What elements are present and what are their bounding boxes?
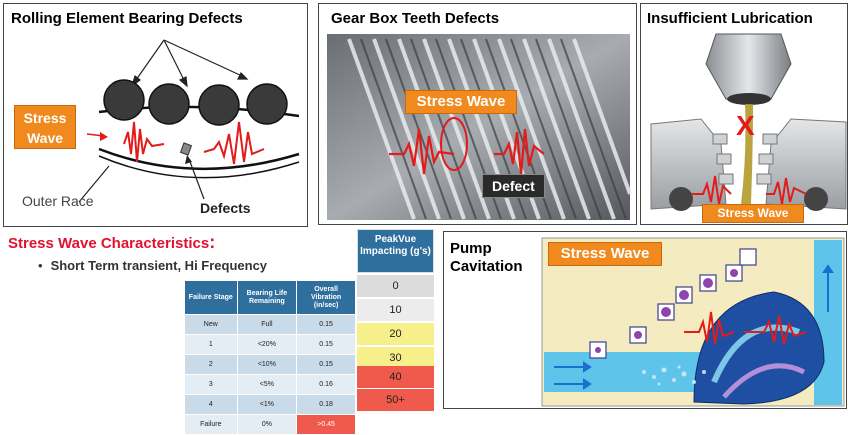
peakvue-level-0: 0: [357, 275, 434, 297]
table-row: 3<5%0.16: [184, 374, 356, 395]
table-header-failure-stage: Failure Stage: [184, 280, 238, 315]
bullet-dot: •: [38, 258, 43, 273]
bearing-stress-wave-label: Stress Wave: [14, 105, 76, 149]
bearing-illustration: [78, 39, 300, 203]
gear-defects-panel: Gear Box Teeth Defects: [318, 3, 637, 225]
gear-teeth-photo: [327, 34, 632, 220]
peakvue-level-50-plus: 50+: [357, 389, 434, 411]
gear-panel-title: Gear Box Teeth Defects: [331, 10, 500, 27]
peakvue-level-30: 30: [357, 347, 434, 369]
pump-cavitation-panel: Pump Cavitation: [443, 231, 847, 409]
table-row: 2<10%0.15: [184, 354, 356, 375]
table-header-bearing-life: Bearing Life Remaining: [236, 280, 298, 315]
characteristics-bullet: •Short Term transient, Hi Frequency: [38, 258, 268, 273]
no-lubrication-x-mark: X: [736, 110, 755, 141]
peakvue-level-10: 10: [357, 299, 434, 321]
outer-race-label: Outer Race: [22, 193, 94, 209]
peakvue-level-20: 20: [357, 323, 434, 345]
gear-stress-wave-label: Stress Wave: [405, 90, 517, 114]
table-row: 1<20%0.15: [184, 334, 356, 355]
pump-cavitation-diagram: [541, 237, 845, 407]
defects-label: Defects: [200, 200, 251, 216]
lubrication-stress-wave-label: Stress Wave: [702, 204, 804, 223]
pump-panel-title: Pump Cavitation: [450, 240, 523, 275]
lubrication-panel-title: Insufficient Lubrication: [647, 10, 813, 27]
bearing-panel-title: Rolling Element Bearing Defects: [11, 10, 243, 27]
peakvue-header: PeakVue Impacting (g's): [357, 229, 434, 273]
table-row: 4<1%0.18: [184, 394, 356, 415]
bearing-defects-panel: Rolling Element Bearing Defects: [3, 3, 308, 227]
peakvue-level-40: 40: [357, 366, 434, 388]
table-header-overall-vibration: Overall Vibration (in/sec): [296, 280, 356, 315]
gear-defect-label: Defect: [482, 174, 545, 198]
lubrication-illustration: [650, 33, 847, 211]
pump-stress-wave-label: Stress Wave: [548, 242, 662, 266]
lubrication-panel: Insufficient Lubrication: [640, 3, 848, 225]
stress-wave-characteristics-heading: Stress Wave Characteristics:: [8, 232, 216, 252]
